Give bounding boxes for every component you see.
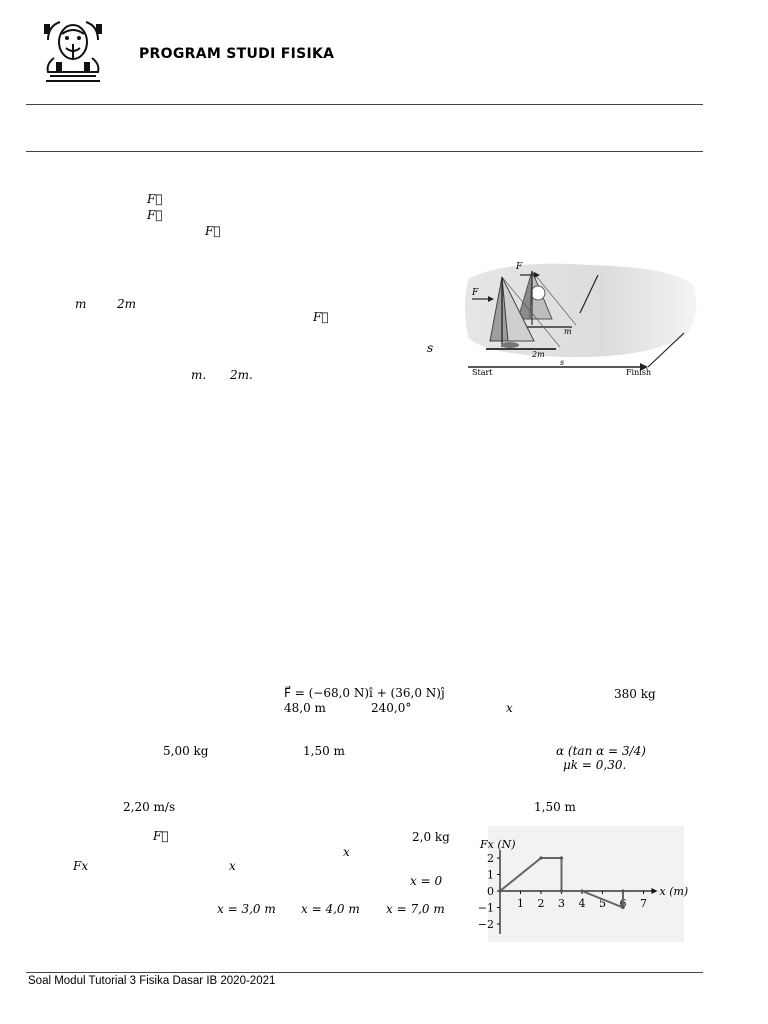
header-divider-bottom: [26, 151, 703, 152]
y-tick-label: −1: [478, 902, 494, 915]
mass-label-m: m: [564, 327, 572, 336]
y-tick-label: 2: [487, 852, 494, 865]
mass-value: 380 kg: [614, 687, 656, 701]
mass-label-2m: 2m: [531, 350, 545, 359]
fx-data-point: [621, 889, 625, 893]
university-ganesha-logo-icon: [44, 21, 102, 82]
y-tick-label: 1: [487, 869, 494, 882]
mass-2m-symbol: 2m.: [230, 368, 253, 382]
footer-divider: [26, 972, 703, 973]
header-divider-top: [26, 104, 703, 105]
x-tick-label: 2: [538, 897, 545, 910]
x-axis-arrow: [651, 888, 658, 894]
mass-value: 5,00 kg: [163, 744, 209, 758]
position-7m: x = 7,0 m: [386, 902, 445, 916]
finish-label: Finish: [626, 368, 651, 377]
force-vector-symbol: F⃗: [313, 310, 329, 324]
footer-text: Soal Modul Tutorial 3 Fisika Dasar IB 20…: [28, 975, 276, 987]
force-vector-symbol: F⃗: [147, 208, 163, 222]
distance-value: 48,0 m: [284, 701, 326, 715]
page-title: PROGRAM STUDI FISIKA: [139, 46, 335, 62]
fx-data-point: [559, 856, 564, 860]
position-3m: x = 3,0 m: [217, 902, 276, 916]
fx-data-point: [498, 889, 502, 893]
force-label-top: F: [515, 262, 523, 272]
fx-data-point: [580, 889, 584, 893]
fx-data-point: [621, 905, 625, 910]
initial-position: x = 0: [410, 874, 443, 888]
x-tick-label: 5: [599, 897, 606, 910]
force-vector-symbol: F⃗: [147, 192, 163, 206]
y-tick-label: −2: [478, 918, 494, 931]
start-label: Start: [472, 368, 493, 377]
university-logo: [40, 14, 106, 84]
mass-2m-symbol: 2m: [117, 297, 137, 311]
force-label-left: F: [471, 288, 479, 298]
distance-s-symbol: s: [427, 341, 434, 355]
length-value: 1,50 m: [303, 744, 345, 758]
friction-coefficient: μk = 0,30.: [563, 758, 627, 772]
force-expression: F⃗ = (−68,0 N)î + (36,0 N)ĵ: [284, 686, 445, 700]
y-tick-label: 0: [487, 885, 494, 898]
mass-value: 2,0 kg: [412, 830, 450, 844]
distance-label-s: s: [560, 358, 564, 367]
mass-m-symbol: m: [75, 297, 87, 311]
length-value: 1,50 m: [534, 800, 576, 814]
fx-data-point: [539, 856, 543, 860]
axis-x-symbol: x: [229, 859, 236, 873]
fx-data-point: [559, 889, 564, 893]
x-tick-label: 7: [640, 897, 647, 910]
chart-background: [488, 826, 684, 942]
position-4m: x = 4,0 m: [301, 902, 360, 916]
iceboat-figure: F F m 2m s Start Finish: [462, 255, 702, 380]
alpha-expression: α (tan α = 3/4): [556, 744, 646, 758]
x-tick-label: 3: [558, 897, 565, 910]
y-axis-label: Fx (N): [479, 838, 516, 851]
fx-symbol: Fx: [73, 859, 89, 873]
x-tick-label: 1: [517, 897, 524, 910]
x-axis-label: x (m): [660, 885, 689, 898]
angle-value: 240,0°: [371, 701, 412, 715]
x-tick-label: 4: [579, 897, 586, 910]
axis-x-symbol: x: [343, 845, 350, 859]
mass-m-symbol: m.: [191, 368, 207, 382]
force-vector-symbol: F⃗: [205, 224, 221, 238]
axis-x-symbol: x: [506, 701, 513, 715]
force-vector-symbol: F⃗: [153, 829, 169, 843]
speed-value: 2,20 m/s: [123, 800, 176, 814]
